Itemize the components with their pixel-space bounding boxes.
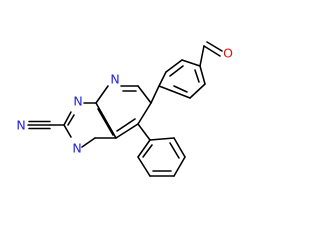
pyrimidine-ring	[63, 102, 117, 148]
ring-double-bond	[97, 108, 114, 136]
phenyl-link-bond	[137, 123, 151, 141]
ring-bond	[137, 156, 151, 177]
ring-bond	[63, 111, 72, 126]
ring-bond	[63, 124, 72, 138]
ring-bond	[181, 59, 201, 67]
ring-double-bond	[116, 118, 136, 132]
ring-double-bond	[169, 142, 180, 159]
ring-bond	[173, 156, 186, 177]
aldehyde-group	[199, 41, 223, 67]
ring-bond	[189, 83, 206, 99]
aldehyde-double-bond	[203, 45, 221, 57]
ring-nitrogen-1-label: N	[73, 94, 82, 109]
aldehyde-double-bond	[206, 41, 223, 52]
ring-double-bond	[67, 114, 75, 126]
ring-double-bond	[169, 65, 184, 77]
ring-bond	[158, 71, 167, 87]
ring-bond	[158, 85, 173, 92]
ring-bond	[115, 123, 139, 139]
ring-bond	[137, 139, 151, 158]
ring-bond	[149, 137, 175, 141]
ring-bond	[95, 85, 109, 104]
aldehyde-oxygen-label: O	[223, 46, 233, 61]
ring-bond	[95, 102, 117, 139]
ring-bond	[173, 137, 186, 158]
nitrile-group	[27, 120, 65, 130]
ring-double-bond	[194, 69, 200, 83]
ring-bond	[165, 59, 183, 73]
nitrile-nitrogen-label: N	[16, 118, 25, 133]
formylphenyl-ring	[150, 59, 206, 104]
ring-bond	[137, 85, 152, 104]
ring-nitrogen-8-label: N	[110, 72, 119, 87]
molecule-structure-diagram: N N N N O	[16, 41, 233, 177]
aldehyde-carbon-bond	[199, 45, 205, 67]
pyridine-ring	[95, 85, 152, 139]
aryl-link-bond	[150, 85, 160, 104]
ring-nitrogen-3-label: N	[72, 141, 81, 156]
ring-bond	[137, 102, 152, 125]
phenyl-ring	[137, 123, 186, 177]
ring-bond	[171, 90, 191, 99]
ring-bond	[81, 137, 96, 148]
ring-double-bond	[173, 85, 188, 93]
ring-bond	[199, 65, 206, 85]
ring-double-bond	[142, 144, 153, 158]
